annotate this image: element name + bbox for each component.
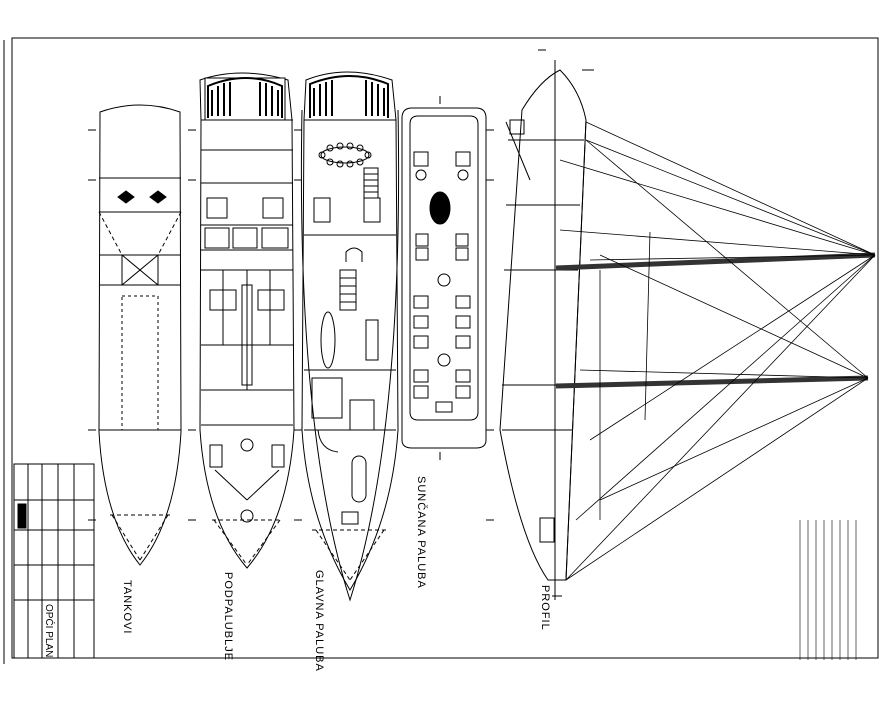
lower-deck-plan xyxy=(199,72,295,569)
label-profil: PROFIL xyxy=(539,585,551,631)
profile-annotations xyxy=(538,49,594,597)
rigging-lines xyxy=(559,121,876,581)
label-podpalublje: PODPALUBLJE xyxy=(222,572,234,661)
tanks-plan xyxy=(98,104,182,566)
drawing-frame xyxy=(11,37,879,659)
sun-loungers xyxy=(413,151,471,399)
main-deck-plan xyxy=(300,71,400,602)
station-ticks xyxy=(88,129,494,521)
mizzen-mast xyxy=(555,375,869,389)
title-block xyxy=(13,463,95,659)
specs-table xyxy=(799,520,857,660)
profile-view xyxy=(499,60,587,600)
label-glavna-paluba: GLAVNA PALUBA xyxy=(313,570,325,672)
main-mast xyxy=(555,252,876,271)
label-tankovi: TANKOVI xyxy=(121,580,133,634)
sun-deck-plan xyxy=(401,96,487,460)
masts xyxy=(555,252,876,389)
label-drawing-title: OPĆI PLAN xyxy=(43,604,56,657)
label-suncana-paluba: SUNČANA PALUBA xyxy=(415,476,428,589)
